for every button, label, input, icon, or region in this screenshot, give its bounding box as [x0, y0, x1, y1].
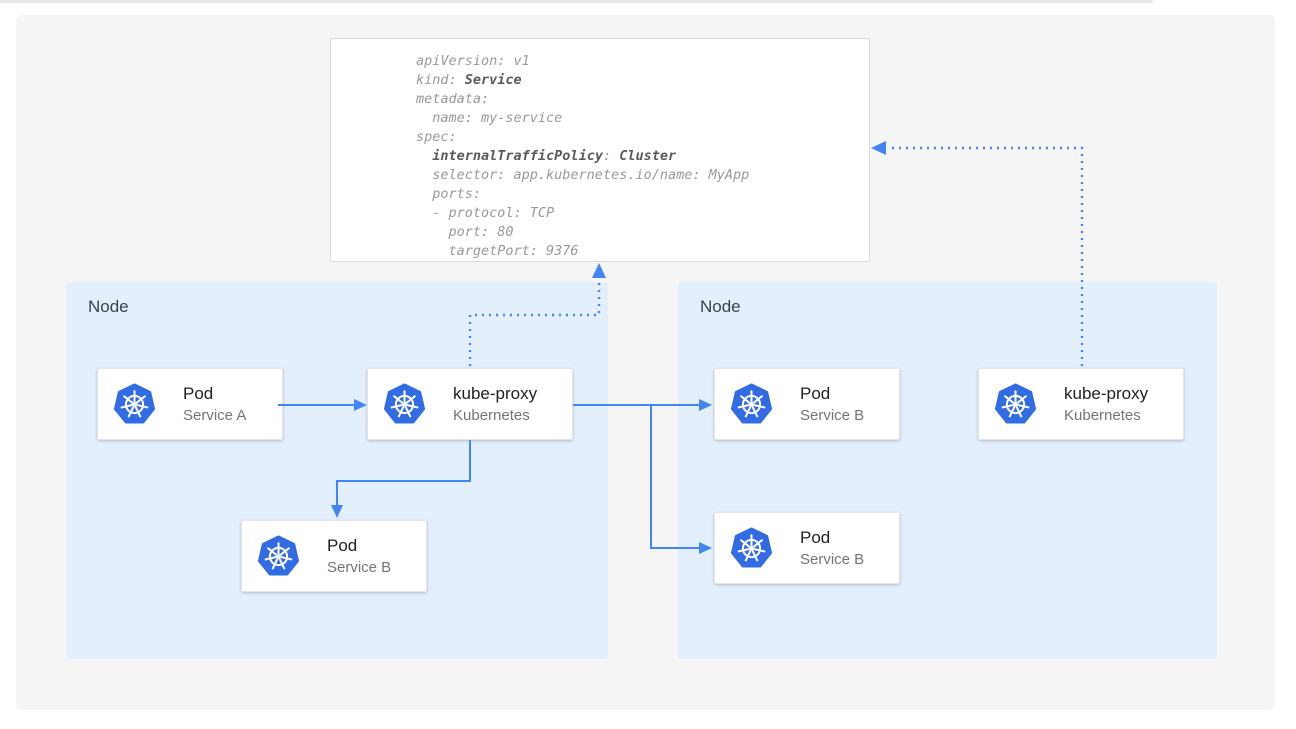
node-label: Node: [88, 297, 129, 316]
code-line: name: my-service: [416, 110, 563, 126]
node-box-right: Node: [678, 282, 1217, 659]
code-line: spec:: [416, 129, 457, 145]
top-divider-rule: [0, 0, 1153, 3]
node-label: Node: [700, 297, 741, 316]
card-subtitle: Service B: [800, 406, 865, 424]
card-title: kube-proxy: [1064, 383, 1149, 403]
kubernetes-icon: [257, 534, 300, 576]
card-title: Pod: [800, 383, 831, 403]
card-title: Pod: [327, 535, 358, 555]
node-box-left: Node: [66, 282, 608, 659]
code-line: internalTrafficPolicy: Cluster: [432, 148, 677, 164]
yaml-code: apiVersion: v1 kind: Service metadata: nam…: [416, 52, 859, 261]
kubernetes-icon: [994, 382, 1037, 424]
card-text: Pod Service B: [800, 383, 864, 426]
card-text: kube-proxy Kubernetes: [453, 383, 537, 426]
code-line: targetPort: 9376: [416, 243, 579, 259]
card-text: Pod Service B: [800, 527, 864, 570]
code-line: apiVersion: v1: [416, 53, 530, 69]
code-line: selector: app.kubernetes.io/name: MyApp: [416, 167, 750, 183]
card-pod-service-b-right-top: Pod Service B: [714, 368, 900, 440]
code-line: - protocol: TCP: [416, 205, 555, 221]
code-line: ports:: [416, 186, 482, 202]
card-subtitle: Kubernetes: [1064, 406, 1141, 424]
kubernetes-icon: [730, 382, 773, 424]
card-pod-service-b-left: Pod Service B: [241, 520, 427, 592]
card-pod-service-b-right-bottom: Pod Service B: [714, 512, 900, 584]
kubernetes-icon: [383, 382, 426, 424]
kubernetes-icon: [113, 382, 156, 424]
card-subtitle: Kubernetes: [453, 406, 530, 424]
service-yaml-card: apiVersion: v1 kind: Service metadata: nam…: [330, 38, 870, 262]
code-line: metadata:: [416, 91, 490, 107]
card-subtitle: Service A: [183, 406, 247, 424]
card-pod-service-a: Pod Service A: [97, 368, 283, 440]
card-title: Pod: [183, 383, 214, 403]
card-subtitle: Service B: [327, 558, 392, 576]
card-title: kube-proxy: [453, 383, 538, 403]
card-text: Pod Service B: [327, 535, 391, 578]
code-line: kind: Service: [416, 72, 522, 88]
card-subtitle: Service B: [800, 550, 865, 568]
card-text: kube-proxy Kubernetes: [1064, 383, 1148, 426]
card-title: Pod: [800, 527, 831, 547]
code-line: port: 80: [416, 224, 514, 240]
card-kube-proxy-right: kube-proxy Kubernetes: [978, 368, 1184, 440]
kubernetes-icon: [730, 526, 773, 568]
card-text: Pod Service A: [183, 383, 246, 426]
card-kube-proxy-left: kube-proxy Kubernetes: [367, 368, 573, 440]
